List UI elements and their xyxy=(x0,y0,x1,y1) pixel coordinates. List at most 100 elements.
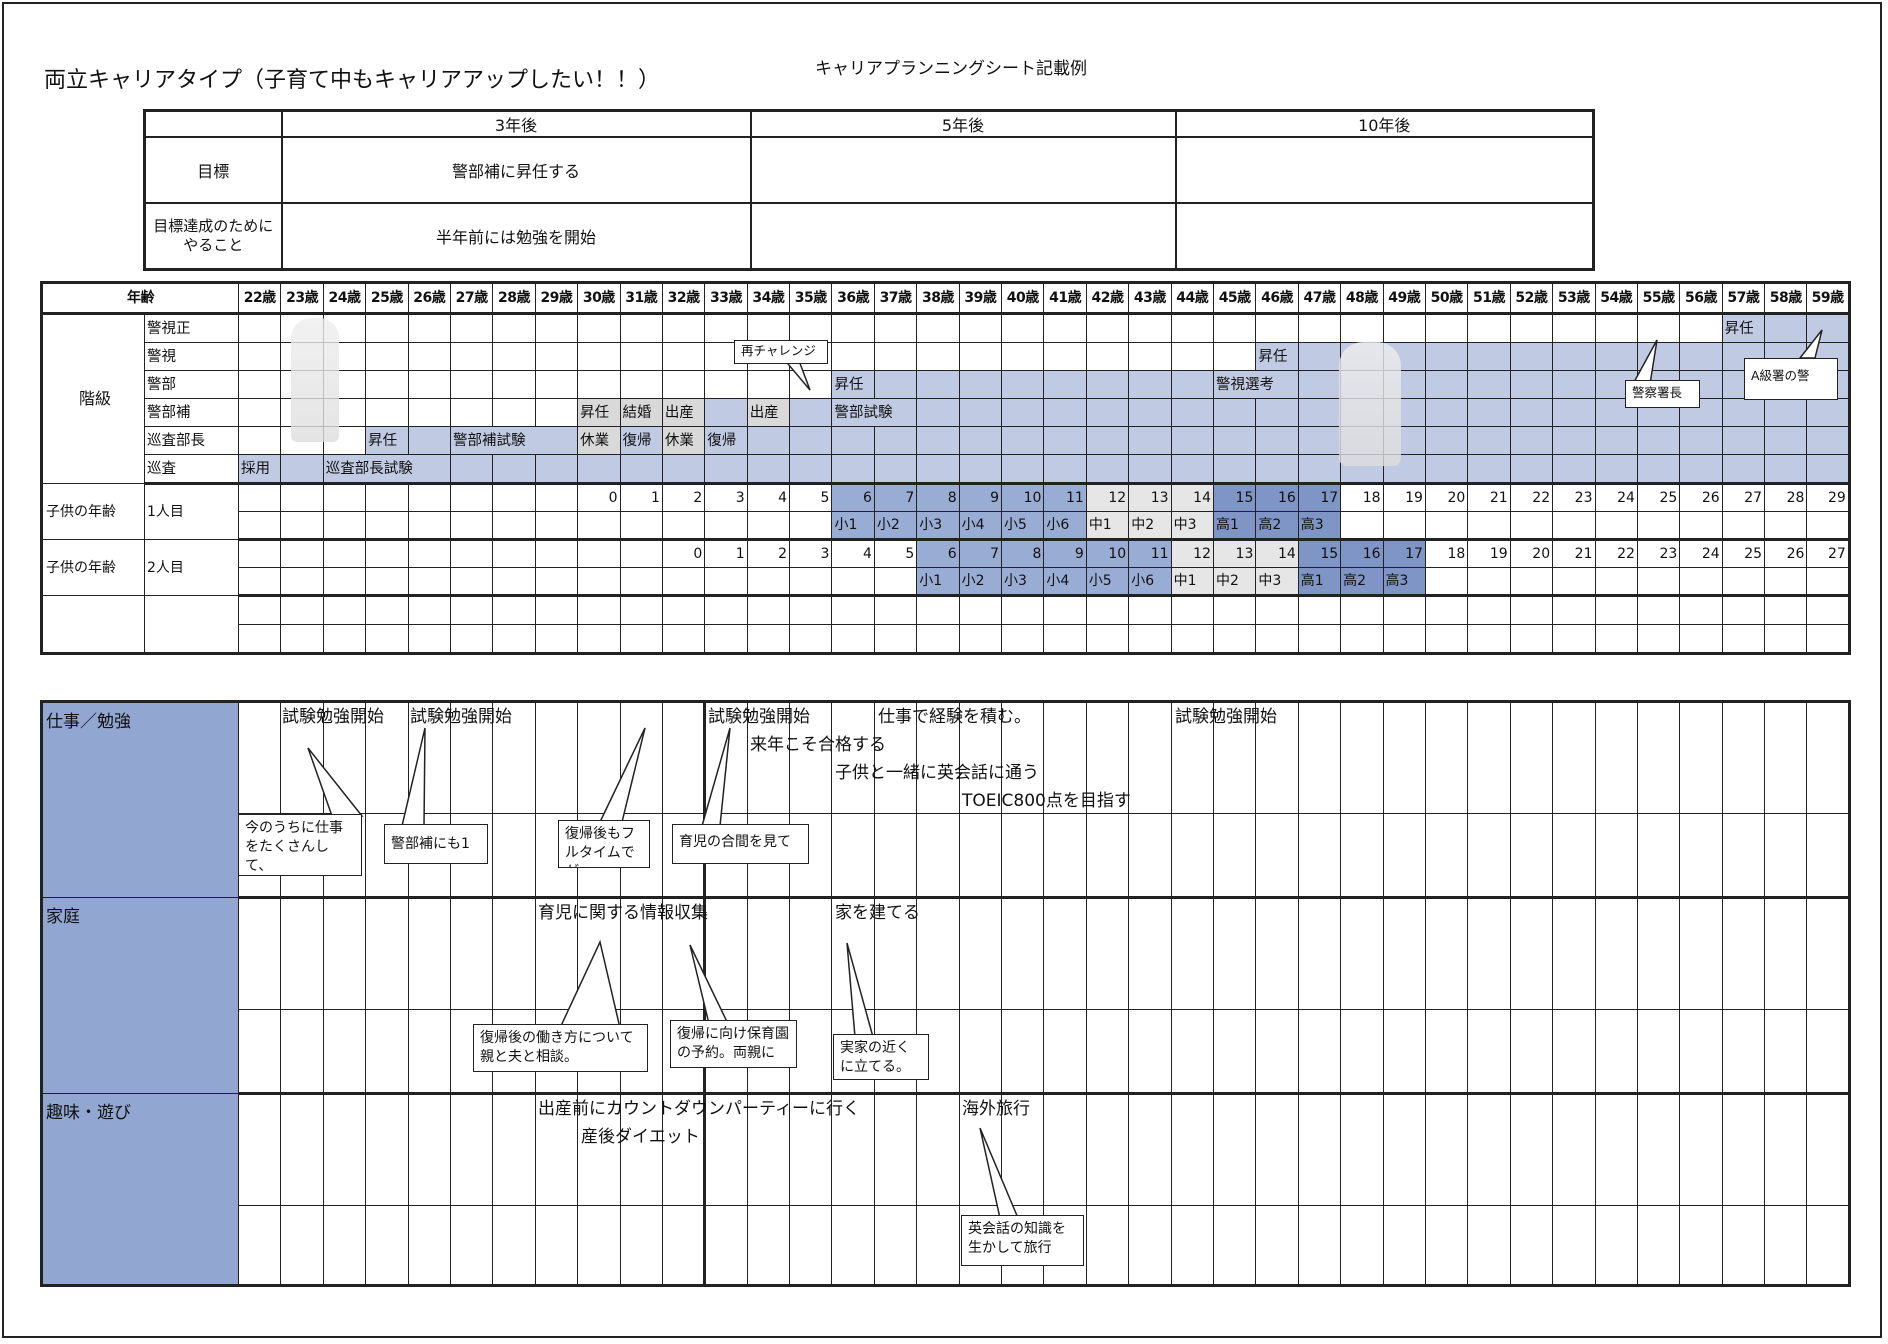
rank-cell xyxy=(577,313,621,343)
work-callout: 復帰後もフルタイムでが xyxy=(558,820,650,868)
plan-cell xyxy=(1509,1009,1554,1095)
rank-cell xyxy=(1721,398,1766,427)
rank-cell xyxy=(916,342,960,371)
empty-cell xyxy=(1467,511,1511,541)
person-figure-image xyxy=(1339,342,1401,466)
rank-label: 警部補 xyxy=(144,398,239,427)
todo-10y xyxy=(1174,202,1595,270)
rank-event: 採用 xyxy=(237,454,282,485)
rank-cell xyxy=(619,313,663,343)
plan-cell xyxy=(577,1093,621,1206)
plan-cell xyxy=(958,813,1003,899)
rank-cell xyxy=(1636,313,1681,343)
empty-cell xyxy=(534,624,579,654)
age-column-header: 51歳 xyxy=(1467,282,1511,315)
plan-cell xyxy=(1806,897,1850,1010)
empty-cell xyxy=(1085,595,1130,625)
age-column-header: 50歳 xyxy=(1424,282,1469,315)
plan-cell xyxy=(1382,1093,1426,1206)
empty-cell xyxy=(704,624,748,654)
rank-event: 昇任 xyxy=(1721,313,1766,343)
empty-cell xyxy=(1170,595,1214,625)
plan-cell xyxy=(1721,897,1766,1010)
plan-cell xyxy=(1340,1093,1384,1206)
child-age-cell: 23 xyxy=(1636,539,1681,568)
empty-cell xyxy=(1552,624,1596,654)
plan-cell xyxy=(1424,813,1469,899)
plan-cell xyxy=(449,1205,494,1287)
school-grade-cell: 小1 xyxy=(831,511,875,541)
plan-cell xyxy=(1467,701,1511,814)
plan-cell xyxy=(492,897,536,1010)
todo-3y: 半年前には勉強を開始 xyxy=(280,202,752,270)
empty-cell xyxy=(492,595,536,625)
empty-cell xyxy=(1382,511,1426,541)
child-age-cell: 24 xyxy=(1679,539,1723,568)
goal-10y xyxy=(1174,136,1595,204)
rank-cell xyxy=(1806,398,1850,427)
empty-cell xyxy=(1636,567,1681,597)
plan-cell xyxy=(1552,1093,1596,1206)
age-column-header: 38歳 xyxy=(916,282,960,315)
todo-5y xyxy=(749,202,1177,270)
rank-cell xyxy=(1382,454,1426,485)
child-age-cell: 29 xyxy=(1806,483,1850,512)
empty-cell xyxy=(704,511,748,541)
plan-cell xyxy=(322,1205,367,1287)
work-text: 試験勉強開始 xyxy=(282,707,384,727)
plan-cell xyxy=(577,701,621,814)
plan-cell xyxy=(1679,1205,1723,1287)
empty-cell xyxy=(492,511,536,541)
work-text: 来年こそ合格する xyxy=(750,735,886,755)
empty-cell xyxy=(661,511,706,541)
empty-cell xyxy=(237,624,282,654)
plan-cell xyxy=(661,701,707,814)
rank-cell xyxy=(1212,426,1257,455)
school-grade-cell: 高2 xyxy=(1340,567,1384,597)
empty-cell xyxy=(1212,595,1257,625)
plan-category-label: 趣味・遊び xyxy=(41,1093,239,1286)
plan-cell xyxy=(534,1093,579,1206)
plan-cell xyxy=(1382,1009,1426,1095)
plan-cell xyxy=(1043,813,1087,899)
plan-cell xyxy=(1509,813,1554,899)
plan-cell xyxy=(1594,1205,1638,1287)
child-age-cell: 0 xyxy=(661,539,706,568)
rank-cell xyxy=(1552,370,1596,399)
rank-cell xyxy=(1001,454,1045,485)
rank-cell xyxy=(746,426,791,455)
rank-event: 出産 xyxy=(661,398,706,427)
empty-cell xyxy=(1552,511,1596,541)
work-text: 試験勉強開始 xyxy=(1175,707,1277,727)
age-column-header: 48歳 xyxy=(1340,282,1384,315)
rank-cell xyxy=(873,342,918,371)
rank-cell xyxy=(1636,454,1681,485)
empty-cell xyxy=(1297,595,1342,625)
plan-cell xyxy=(407,1093,451,1206)
empty-cell xyxy=(449,539,494,568)
school-grade-cell: 中3 xyxy=(1170,511,1214,541)
hobby-text: 産後ダイエット xyxy=(581,1127,700,1147)
plan-cell xyxy=(916,1205,960,1287)
plan-cell xyxy=(322,1009,367,1095)
rank-cell xyxy=(1424,426,1469,455)
empty-cell xyxy=(322,511,367,541)
rank-cell xyxy=(831,342,875,371)
empty-cell xyxy=(407,595,451,625)
plan-cell xyxy=(1636,701,1681,814)
empty-cell xyxy=(449,511,494,541)
age-column-header: 22歳 xyxy=(237,282,282,315)
empty-cell xyxy=(1085,624,1130,654)
child-age-cell: 17 xyxy=(1382,539,1426,568)
empty-cell xyxy=(280,511,324,541)
empty-cell xyxy=(280,595,324,625)
empty-cell xyxy=(704,595,748,625)
plan-cell xyxy=(1170,1009,1214,1095)
plan-cell xyxy=(916,897,960,1010)
empty-cell xyxy=(1679,595,1723,625)
child-age-cell: 2 xyxy=(746,539,791,568)
period-header: 3年後 xyxy=(280,109,752,138)
rank-cell xyxy=(1636,342,1681,371)
empty-cell xyxy=(1255,624,1299,654)
